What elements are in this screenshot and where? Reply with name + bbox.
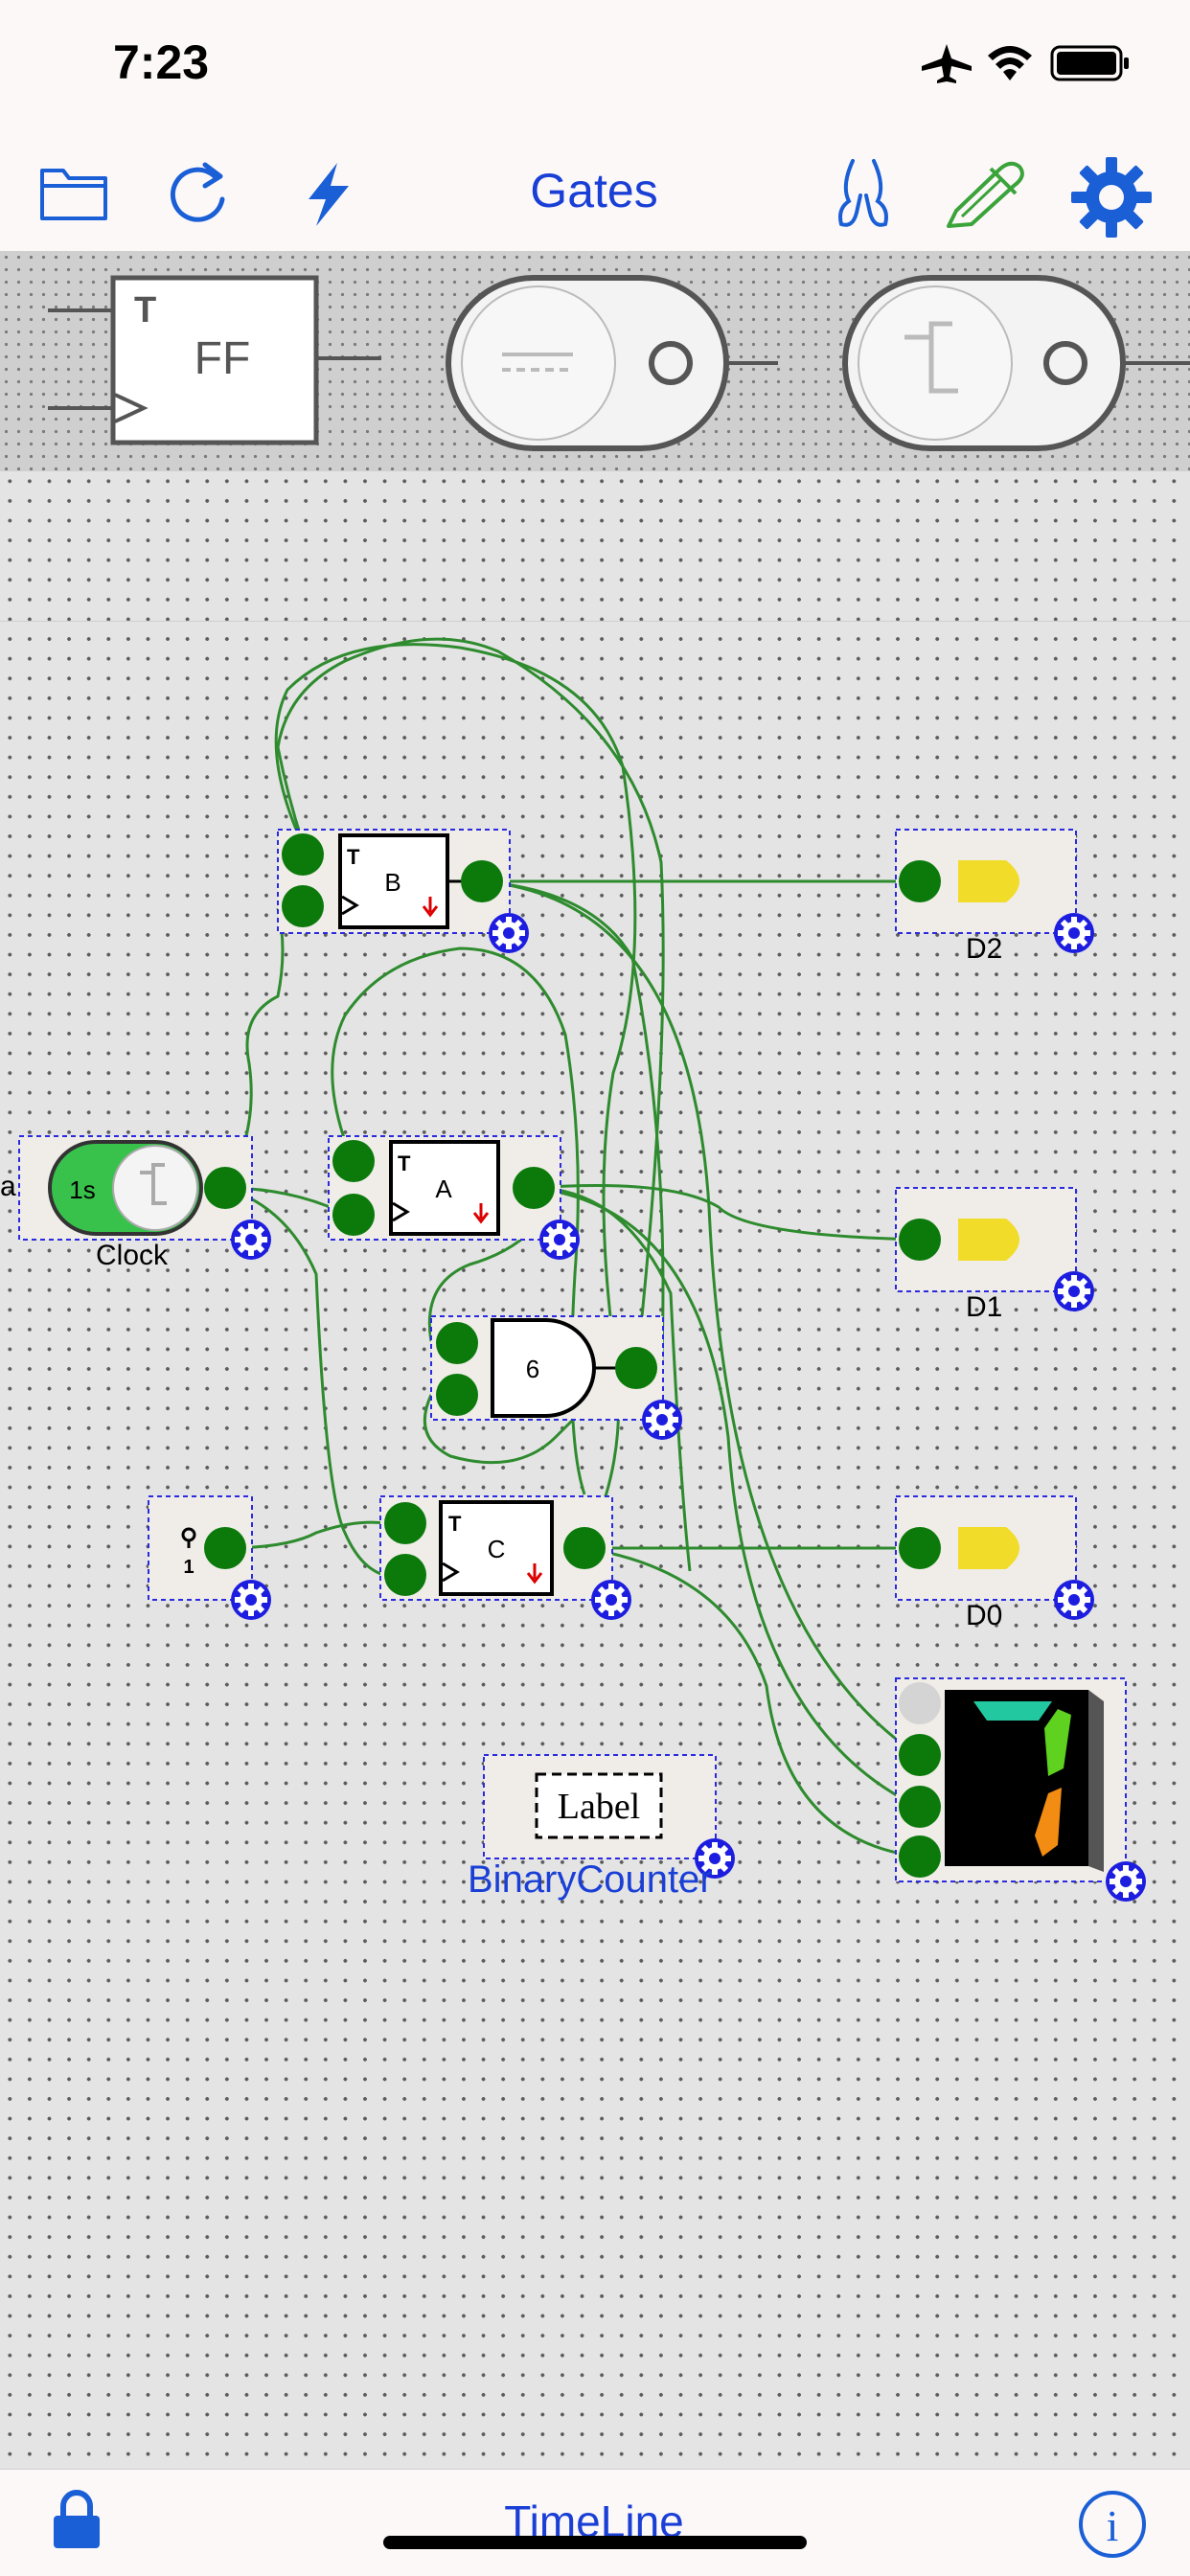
palette-ff-text: FF [195,333,251,384]
lock-icon[interactable] [50,2489,103,2552]
clock-prefix-label: a [0,1171,16,1202]
palette-item-flip-flop[interactable]: T FF [48,275,381,445]
ff-c-label: C [488,1535,506,1563]
canvas-divider [0,621,1190,622]
bolt-icon[interactable] [299,161,356,228]
clock-label: Clock [96,1240,169,1271]
settings-badge-icon[interactable] [231,1580,271,1620]
bottom-bar [0,2469,1190,2576]
seven-segment-display[interactable] [899,1682,1146,1902]
pin[interactable] [384,1554,426,1596]
clock-component[interactable]: 1s [48,1140,271,1260]
component-palette: T FF [0,251,1190,473]
pin[interactable] [204,1167,246,1209]
constant-icon [502,353,573,372]
led-d0-label: D0 [966,1600,1003,1631]
and-gate[interactable]: 6 [436,1318,682,1440]
pin[interactable] [282,885,324,927]
ff-b-type: T [347,845,360,869]
pin[interactable] [461,860,503,902]
wire [223,907,285,1189]
rotate-icon[interactable] [167,159,234,228]
pin[interactable] [513,1167,555,1209]
wire-cutter-icon[interactable] [832,157,895,230]
settings-badge-icon[interactable] [1054,1271,1094,1311]
settings-badge-icon[interactable] [1054,1580,1094,1620]
switch-knob [461,285,616,441]
palette-item-switch[interactable] [446,275,778,451]
wire [533,1186,692,1572]
settings-badge-icon[interactable] [539,1220,580,1260]
pin[interactable] [899,1527,941,1569]
wire [224,1186,398,1579]
pin[interactable] [615,1347,657,1389]
battery-icon [1050,45,1129,81]
constant-switch[interactable]: 1 [181,1527,271,1620]
flip-flop-a[interactable]: T A [332,1140,580,1260]
pin[interactable] [436,1322,478,1364]
square-wave-icon [904,334,958,394]
pin[interactable] [436,1374,478,1416]
pin[interactable] [384,1502,426,1544]
flip-flop-c[interactable]: T C [384,1500,631,1620]
settings-badge-icon[interactable] [642,1400,682,1440]
status-bar: 7:23 [0,0,1190,134]
settings-badge-icon[interactable] [591,1580,631,1620]
wire [533,1186,919,1809]
settings-badge-icon[interactable] [231,1220,271,1260]
flip-flop-b[interactable]: T B [282,833,529,953]
pin[interactable] [282,833,324,876]
ff-a-label: A [435,1174,452,1203]
folder-icon[interactable] [38,163,109,222]
pin[interactable] [563,1527,606,1569]
settings-badge-icon[interactable] [1054,913,1094,953]
led-d0[interactable] [899,1527,1094,1620]
pin[interactable] [899,1219,941,1261]
info-icon[interactable]: i [1077,2489,1148,2560]
label-text: Label [558,1787,641,1827]
pin[interactable] [899,1734,941,1776]
circuit-title: BinaryCounter [468,1858,713,1901]
pin[interactable] [899,1786,941,1828]
settings-badge-icon[interactable] [489,913,529,953]
settings-badge-icon[interactable] [1106,1861,1146,1902]
ff-b-label: B [384,868,400,897]
wire [481,879,919,1757]
status-time: 7:23 [113,35,210,89]
wifi-icon [988,46,1032,80]
led-d2-label: D2 [966,933,1003,965]
wire [584,1546,919,1858]
square-wave-icon [140,1171,167,1205]
ff-a-type: T [398,1151,411,1175]
ff-c-type: T [448,1512,462,1536]
wire [276,637,665,1373]
home-indicator[interactable] [383,2536,807,2549]
pin[interactable] [899,1682,941,1724]
airplane-icon [922,44,972,83]
wire [533,1184,921,1242]
circuit-canvas[interactable] [0,471,1190,2469]
and-gate-label: 6 [526,1355,539,1383]
pin[interactable] [899,1835,941,1878]
label-component[interactable]: Label [535,1772,735,1879]
toolbar-title: Gates [530,164,658,217]
palette-ff-letter: T [134,290,156,331]
constant-bottom: 1 [183,1557,194,1578]
pin[interactable] [332,1194,375,1236]
palette-item-clock[interactable] [842,275,1190,451]
wire [481,879,665,1380]
led-d1-label: D1 [966,1291,1003,1323]
wire [224,1520,386,1550]
pin[interactable] [204,1527,246,1569]
gear-icon[interactable] [1069,155,1154,239]
pin[interactable] [899,860,941,902]
clock-period: 1s [69,1175,95,1204]
pipette-icon[interactable] [943,155,1029,232]
led-d2[interactable] [899,860,1094,953]
led-d1[interactable] [899,1219,1094,1311]
svg-text:i: i [1107,2501,1119,2550]
pin[interactable] [332,1140,375,1182]
